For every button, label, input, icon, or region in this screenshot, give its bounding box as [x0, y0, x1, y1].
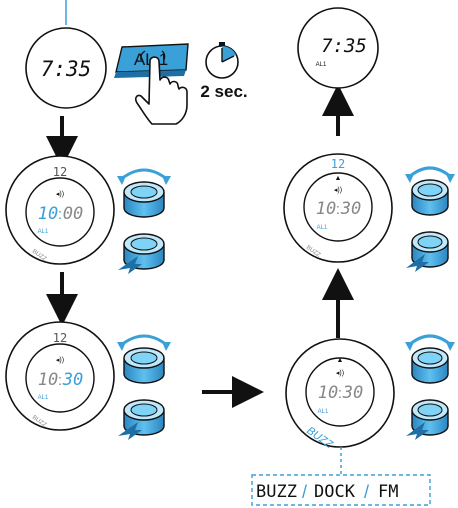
- alarm-tag: AL1: [316, 62, 327, 68]
- time-hours: 10: [38, 204, 58, 224]
- volume-icon: ◂)): [56, 357, 64, 364]
- step1-clock: 7:35: [25, 0, 107, 109]
- clock-face: [297, 7, 379, 89]
- top-digits: 12: [53, 331, 67, 345]
- separator: /: [302, 482, 307, 502]
- source-option-fm: FM: [378, 482, 398, 502]
- source-option-dock: DOCK: [314, 482, 356, 502]
- alarm-tag: AL1: [38, 229, 49, 235]
- volume-icon: ◂)): [56, 191, 64, 198]
- svg-text::: :: [58, 372, 62, 389]
- top-digits: 12: [53, 165, 67, 179]
- time-minutes: 30: [342, 383, 363, 403]
- time-hours: 10: [316, 199, 336, 219]
- confirm-device: 12 ▲ ◂)) 10 : 30 AL1 BUZZ: [283, 153, 393, 263]
- knob-rotate-icon[interactable]: [405, 334, 455, 384]
- svg-text::: :: [58, 206, 62, 223]
- clock-face: [25, 27, 107, 109]
- hour-set-device: 12 ◂)) 10 : 00 AL1 BUZZ: [5, 155, 115, 265]
- stopwatch-icon: [205, 42, 239, 79]
- volume-icon: ◂)): [334, 187, 342, 194]
- time-minutes: 30: [340, 199, 361, 219]
- clock-time: 7:35: [41, 57, 92, 81]
- volume-icon: ◂)): [336, 370, 344, 377]
- minute-set-device: 12 ◂)) 10 : 30 AL1 BUZZ: [5, 321, 115, 431]
- alarm-tag: AL1: [318, 409, 329, 415]
- source-option-buzz: BUZZ: [256, 482, 297, 502]
- alarm-tag: AL1: [317, 225, 328, 231]
- knob-press-icon[interactable]: [118, 399, 165, 440]
- hand-press-icon: [134, 50, 188, 125]
- knob-rotate-icon[interactable]: [117, 168, 171, 218]
- svg-text::: :: [338, 385, 342, 402]
- source-options: BUZZ / DOCK / FM: [251, 474, 431, 506]
- knob-press-icon[interactable]: [118, 233, 165, 274]
- time-minutes: 00: [63, 204, 83, 224]
- top-digits: 12: [331, 157, 345, 171]
- separator: /: [364, 482, 369, 502]
- knob-press-icon[interactable]: [406, 399, 449, 440]
- time-hours: 10: [318, 383, 338, 403]
- svg-text:▲: ▲: [337, 357, 344, 364]
- time-hours: 10: [38, 370, 58, 390]
- source-select-device: ▲ ◂)) 10 : 30 AL1 BUZZ: [285, 338, 395, 452]
- clock-time: 7:35: [321, 35, 367, 57]
- knob-press-icon[interactable]: [406, 231, 449, 272]
- knob-rotate-icon[interactable]: [117, 334, 171, 384]
- time-minutes: 30: [62, 370, 83, 390]
- result-clock: 7:35 AL1: [297, 7, 379, 89]
- alarm-tag: AL1: [38, 395, 49, 401]
- svg-text::: :: [336, 201, 340, 218]
- hold-duration: 2 sec.: [200, 82, 247, 101]
- knob-rotate-icon[interactable]: [405, 166, 455, 216]
- svg-text:▲: ▲: [335, 175, 342, 182]
